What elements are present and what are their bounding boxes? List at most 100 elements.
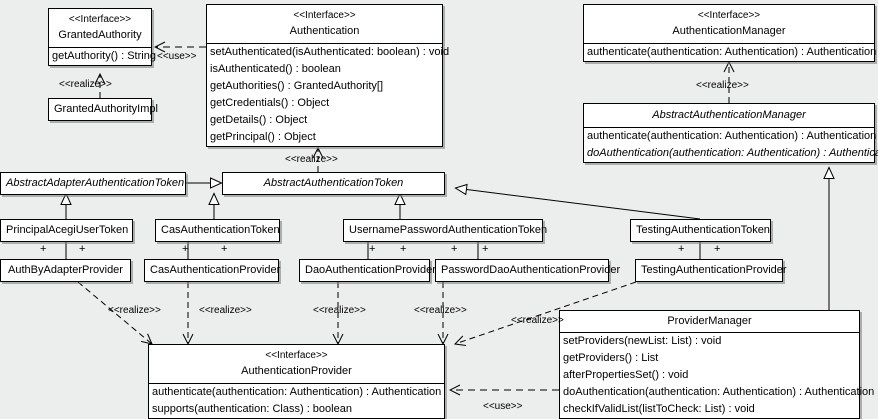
edge-label-use: <<use>> [157, 51, 197, 62]
class-header: AbstractAuthenticationManager [584, 104, 874, 127]
class-dao-authentication-provider[interactable]: DaoAuthenticationProvider [299, 259, 436, 282]
class-granted-authority[interactable]: <<Interface>> GrantedAuthority getAuthor… [48, 8, 156, 66]
class-name: AuthenticationProvider [241, 365, 352, 377]
edge-label-realize: <<realize>> [414, 305, 467, 316]
operations-compartment: authenticate(authentication: Authenticat… [584, 127, 878, 162]
class-name: PrincipalAcegiUserToken [6, 224, 129, 236]
class-name: CasAuthenticationProvider [150, 264, 281, 276]
class-granted-authority-impl[interactable]: GrantedAuthorityImpl [48, 98, 158, 121]
class-authentication-provider[interactable]: <<Interface>> AuthenticationProvider aut… [148, 344, 445, 419]
operation: checkIfValidList(listToCheck: List) : vo… [563, 403, 755, 415]
class-name: GrantedAuthorityImpl [54, 103, 158, 115]
class-name: Authentication [289, 25, 360, 37]
class-username-password-authentication-token[interactable]: UsernamePasswordAuthenticationToken [343, 219, 548, 242]
operation: doAuthentication(authentication: Authent… [563, 386, 875, 398]
multiplicity-plus: + [369, 243, 376, 255]
class-abstract-adapter-authentication-token[interactable]: AbstractAdapterAuthenticationToken [0, 172, 186, 195]
operations-compartment: getAuthority() : String [49, 47, 156, 65]
class-header: AbstractAdapterAuthenticationToken [1, 173, 185, 194]
multiplicity-plus: + [678, 243, 685, 255]
operation: supports(authentication: Class) : boolea… [152, 403, 352, 415]
class-header: TestingAuthenticationToken [631, 220, 770, 241]
edge-label-realize: <<realize>> [696, 80, 749, 91]
stereotype-label: <<Interface>> [697, 10, 761, 21]
class-header: ProviderManager [560, 311, 859, 332]
class-name: GrantedAuthority [58, 29, 142, 41]
class-abstract-authentication-token[interactable]: AbstractAuthenticationToken [222, 172, 445, 195]
operations-compartment: authenticate(authentication: Authenticat… [584, 43, 877, 61]
class-name: TestingAuthenticationToken [636, 224, 770, 236]
class-name: AbstractAuthenticationManager [652, 109, 806, 121]
class-name: AbstractAuthenticationToken [263, 177, 404, 189]
class-name: UsernamePasswordAuthenticationToken [349, 224, 548, 236]
class-name: AbstractAdapterAuthenticationToken [6, 177, 185, 189]
class-testing-authentication-token[interactable]: TestingAuthenticationToken [630, 219, 771, 242]
class-header: TestingAuthenticationProvider [636, 260, 787, 281]
class-header: <<Interface>> AuthenticationProvider [149, 345, 444, 383]
operation: getDetails() : Object [210, 114, 308, 126]
operation: authenticate(authentication: Authenticat… [152, 386, 442, 398]
class-authentication[interactable]: <<Interface>> Authentication setAuthenti… [206, 4, 450, 147]
operation: doAuthentication(authentication: Authent… [587, 147, 878, 159]
class-auth-by-adapter-provider[interactable]: AuthByAdapterProvider [0, 259, 131, 282]
class-header: AbstractAuthenticationToken [223, 173, 444, 194]
multiplicity-plus: + [482, 243, 489, 255]
stereotype-label: <<Interface>> [68, 14, 132, 25]
class-header: DaoAuthenticationProvider [300, 260, 436, 281]
class-principal-acegi-user-token[interactable]: PrincipalAcegiUserToken [0, 219, 133, 242]
class-provider-manager[interactable]: ProviderManager setProviders(newList: Li… [559, 310, 875, 419]
class-header: CasAuthenticationToken [156, 220, 280, 241]
class-name: ProviderManager [667, 315, 752, 327]
operation: authenticate(authentication: Authenticat… [587, 46, 877, 58]
class-cas-authentication-token[interactable]: CasAuthenticationToken [155, 219, 280, 242]
multiplicity-plus: + [451, 243, 458, 255]
operations-compartment: setAuthenticated(isAuthenticated: boolea… [207, 43, 450, 146]
class-cas-authentication-provider[interactable]: CasAuthenticationProvider [144, 259, 281, 282]
operation: afterPropertiesSet() : void [563, 369, 689, 381]
class-name: CasAuthenticationToken [161, 224, 280, 236]
class-testing-authentication-provider[interactable]: TestingAuthenticationProvider [635, 259, 787, 282]
multiplicity-plus: + [714, 243, 721, 255]
multiplicity-plus: + [182, 243, 189, 255]
edge-label-realize: <<realize>> [313, 305, 366, 316]
edge-label-realize: <<realize>> [199, 305, 252, 316]
operation: getAuthorities() : GrantedAuthority[] [210, 80, 384, 92]
class-header: CasAuthenticationProvider [145, 260, 281, 281]
multiplicity-plus: + [40, 243, 47, 255]
stereotype-label: <<Interface>> [265, 350, 328, 361]
class-name: DaoAuthenticationProvider [305, 264, 436, 276]
edge-label-realize: <<realize>> [59, 79, 112, 90]
class-name: TestingAuthenticationProvider [641, 264, 787, 276]
class-header: GrantedAuthorityImpl [49, 99, 158, 120]
multiplicity-plus: + [221, 243, 228, 255]
class-abstract-authentication-manager[interactable]: AbstractAuthenticationManager authentica… [583, 103, 878, 163]
edge-label-realize: <<realize>> [108, 305, 161, 316]
class-header: AuthByAdapterProvider [1, 260, 130, 281]
class-authentication-manager[interactable]: <<Interface>> AuthenticationManager auth… [583, 4, 877, 62]
class-name: AuthenticationManager [672, 25, 786, 37]
class-header: <<Interface>> Authentication [207, 5, 442, 43]
class-header: UsernamePasswordAuthenticationToken [344, 220, 548, 241]
operations-compartment: authenticate(authentication: Authenticat… [149, 383, 444, 418]
stereotype-label: <<Interface>> [293, 10, 356, 21]
operations-compartment: setProviders(newList: List) : void getPr… [560, 332, 875, 418]
operation: getAuthority() : String [52, 50, 156, 62]
class-header: PrincipalAcegiUserToken [1, 220, 132, 241]
operation: getProviders() : List [563, 352, 659, 364]
class-name: AuthByAdapterProvider [8, 264, 123, 276]
operation: authenticate(authentication: Authenticat… [587, 130, 877, 142]
edge-label-realize: <<realize>> [285, 154, 338, 165]
edge-label-use: <<use>> [483, 401, 523, 412]
class-password-dao-authentication-provider[interactable]: PasswordDaoAuthenticationProvider [435, 259, 621, 282]
class-header: <<Interface>> GrantedAuthority [49, 9, 151, 47]
operation: setProviders(newList: List) : void [563, 335, 722, 347]
edge-label-realize: <<realize>> [511, 315, 564, 326]
class-header: <<Interface>> AuthenticationManager [584, 5, 874, 43]
class-name: PasswordDaoAuthenticationProvider [441, 264, 621, 276]
operation: setAuthenticated(isAuthenticated: boolea… [210, 46, 450, 58]
operation: getPrincipal() : Object [210, 131, 316, 143]
operation: isAuthenticated() : boolean [210, 63, 341, 75]
operation: getCredentials() : Object [210, 97, 330, 109]
multiplicity-plus: + [79, 243, 86, 255]
